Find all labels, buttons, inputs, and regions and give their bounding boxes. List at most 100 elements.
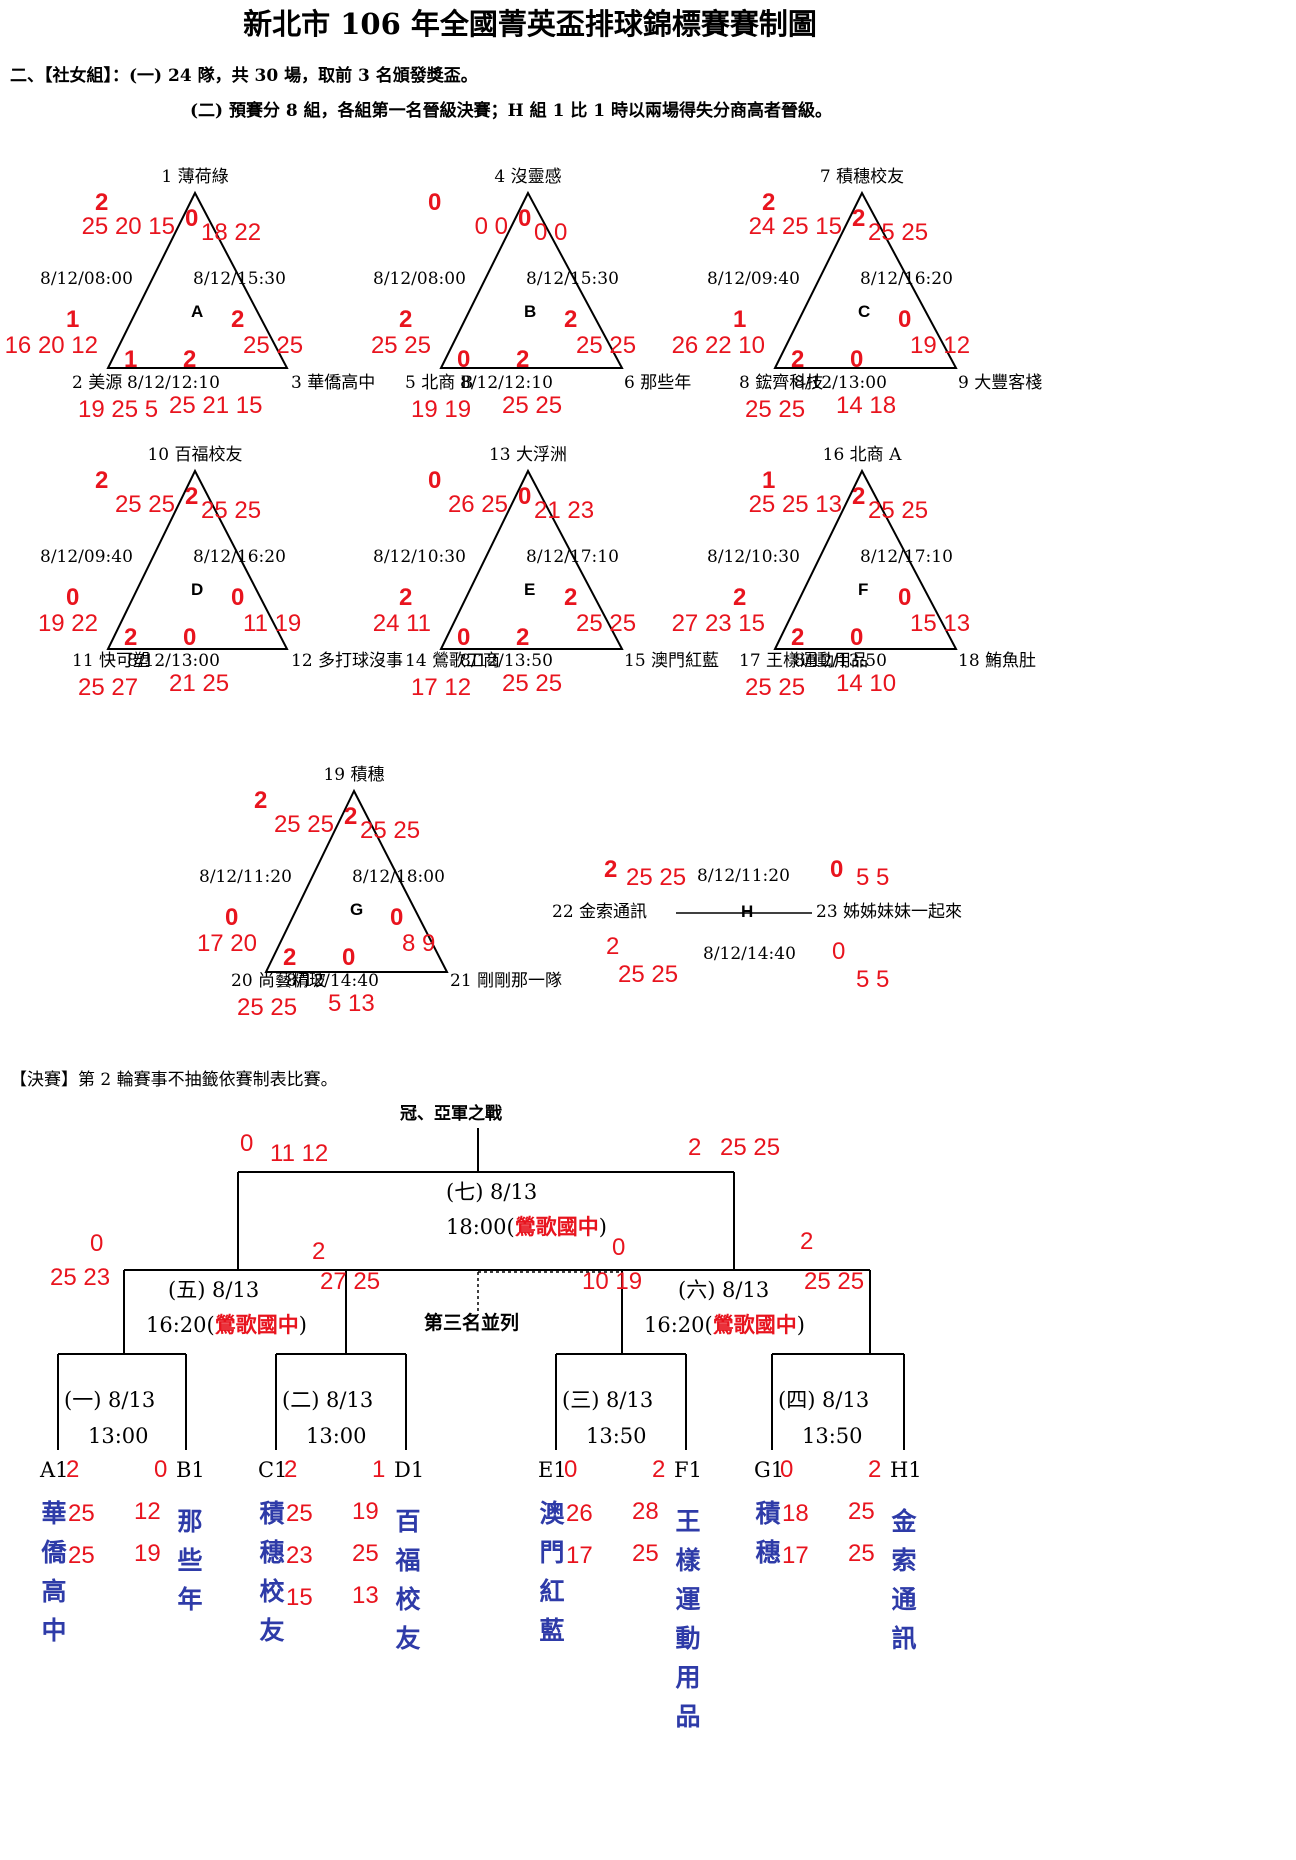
seed-b: B1 [176,1458,205,1482]
seed-b-team: 王樣運動用品 [672,1508,701,1742]
group-right-team: 21 剛剛那一隊 [450,971,563,991]
score: 19 19 [411,396,472,423]
score: 24 11 [372,610,431,637]
seed-a-score: 25 [68,1542,95,1569]
seed-b-score: 25 [632,1540,659,1567]
third-place-label: 第三名並列 [424,1312,520,1334]
seed-b-team: 那些年 [174,1508,203,1625]
venue: 鶯歌國中 [712,1312,797,1337]
match-5-right-score: 27 25 [320,1268,381,1295]
group-right-team: 3 華僑高中 [291,373,376,393]
match-time: 8/12/10:30 [373,547,466,567]
group-h-score: 5 5 [856,864,890,891]
group-h-score: 25 25 [618,961,679,988]
match-time: 13:00 [306,1424,367,1448]
seed-a-sets: 0 [780,1456,794,1483]
seed-b-team: 金索通訊 [888,1508,917,1664]
triangle-e [439,468,624,650]
seed-b-score: 28 [632,1498,659,1525]
match-time: 8/12/18:00 [352,867,445,887]
match-num: (一) 8/13 [64,1388,156,1412]
score: 25 25 13 [748,491,842,518]
score: 25 25 [745,674,806,701]
seed-b: F1 [674,1458,702,1482]
score: 15 13 [910,610,971,637]
match-time: 8/12/13:50 [794,651,887,671]
score: 25 20 15 [81,213,175,240]
seed-a-score: 17 [566,1542,593,1569]
match-time: 8/12/16:20 [193,547,286,567]
group-left-team: 11 快可塑 [72,651,151,671]
score-sets: 2 [344,803,358,830]
score: 25 25 [370,332,431,359]
score-sets: 2 [762,189,776,216]
score: 26 25 [447,491,508,518]
score-sets: 0 [457,624,471,651]
score-sets: 2 [283,944,297,971]
score-sets: 2 [231,306,245,333]
score: 25 25 [114,491,175,518]
group-letter: F [858,580,869,599]
group-h-score-sets: 2 [606,933,620,960]
score-sets: 2 [852,205,866,232]
score-sets: 2 [733,584,747,611]
match-time: 8/12/16:20 [860,269,953,289]
group-h-right-team: 23 姊姊妹妹一起來 [816,902,963,922]
seed-a-score: 25 [68,1500,95,1527]
score-sets: 0 [898,584,912,611]
match-time: 13:50 [802,1424,863,1448]
score: 25 25 [868,497,929,524]
score: 25 25 [576,332,637,359]
seed-b-sets: 1 [372,1456,386,1483]
score: 17 20 [196,930,257,957]
score-sets: 0 [898,306,912,333]
score: 25 25 [868,219,929,246]
group-left-team: 17 王樣運動用品 [739,651,869,671]
score: 8 9 [402,930,436,957]
group-right-team: 12 多打球沒事 [291,651,404,671]
match-6-left-score: 10 19 [582,1268,643,1295]
match-7-left-sets: 0 [240,1130,254,1157]
score: 19 22 [37,610,98,637]
match-6-time: 16:20(鶯歌國中) [644,1312,805,1337]
match-7-left-score: 11 12 [270,1140,329,1167]
group-left-team: 14 鶯歌工商 [405,651,501,671]
group-left-team: 5 北商 B [405,373,474,393]
score-sets: 0 [850,624,864,651]
match-7-right-sets: 2 [688,1134,702,1161]
score-sets: 2 [791,624,805,651]
seed-a: C1 [258,1458,288,1482]
group-top-team: 7 積穗校友 [819,167,905,187]
match-time: 8/12/12:10 [127,373,220,393]
score: 0 0 [474,213,508,240]
seed-b-sets: 0 [154,1456,168,1483]
match-time: 8/12/15:30 [526,269,619,289]
score: 19 12 [910,332,971,359]
group-h-time-2: 8/12/14:40 [703,944,796,964]
match-num: (三) 8/13 [562,1388,654,1412]
group-h-score-sets: 2 [604,856,618,883]
score-sets: 2 [399,584,413,611]
seed-a-score: 17 [782,1542,809,1569]
finals-header: 【決賽】第 2 輪賽事不抽籤依賽制表比賽。 [10,1070,338,1090]
seed-a-sets: 0 [564,1456,578,1483]
seed-a-team: 積穗 [752,1500,781,1578]
match-time: 13:00 [88,1424,149,1448]
rules-line-1: 二、【社女組】：(一) 24 隊，共 30 場，取前 3 名頒發獎盃。 [10,66,478,86]
group-h-score: 5 5 [856,966,890,993]
seed-b: H1 [890,1458,922,1482]
score: 18 22 [201,219,262,246]
seed-a-score: 25 [286,1500,313,1527]
score-sets: 0 [850,346,864,373]
score: 19 25 5 [78,396,159,423]
venue: 鶯歌國中 [514,1214,599,1239]
match-5-left-score: 25 23 [50,1264,111,1291]
match-time: 13:50 [586,1424,647,1448]
match-time: 8/12/09:40 [707,269,800,289]
score: 14 10 [836,670,897,697]
group-letter: E [524,580,536,599]
score: 25 25 [237,994,298,1021]
score: 14 18 [836,392,897,419]
score-sets: 0 [183,624,197,651]
